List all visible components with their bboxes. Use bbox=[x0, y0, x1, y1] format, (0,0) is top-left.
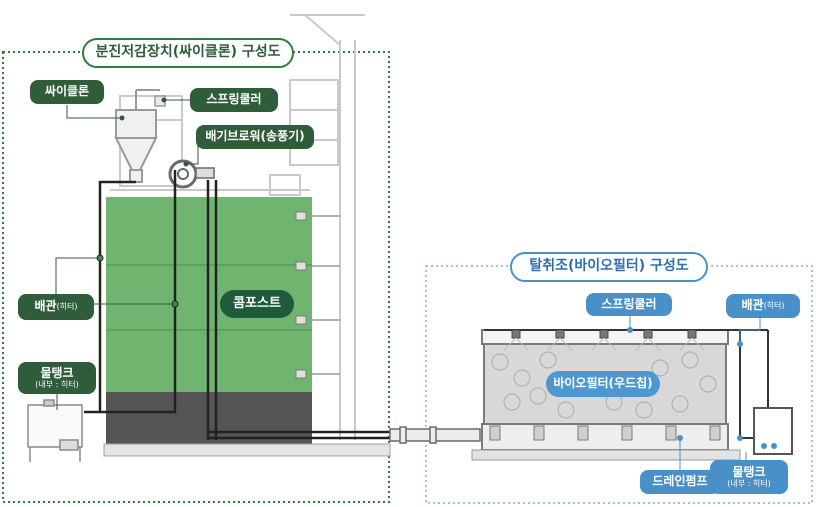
left-diagram-title: 분진저감장치(싸이클론) 구성도 bbox=[82, 38, 294, 68]
left-water-tank-label-sub: (내부 : 히터) bbox=[35, 379, 79, 389]
left-water-tank-label-text: 물탱크 bbox=[40, 365, 74, 380]
right-water-tank-label: 물탱크 (내부 : 히터) bbox=[710, 460, 788, 494]
spray-lines bbox=[503, 337, 705, 351]
tank-side-rails bbox=[312, 215, 340, 375]
woodchip-texture bbox=[491, 351, 717, 419]
right-water-tank-label-text: 물탱크 bbox=[732, 464, 766, 479]
right-spring-cooler-label: 스프링쿨러 bbox=[586, 293, 672, 316]
left-frame bbox=[2, 51, 390, 503]
spring-cooler-label: 스프링쿨러 bbox=[190, 88, 278, 112]
cyclone-label: 싸이클론 bbox=[30, 80, 104, 104]
bio-filter-slab bbox=[471, 449, 741, 461]
bio-filter-legs bbox=[489, 425, 721, 441]
blower-label: 배기브로워(송풍기) bbox=[196, 125, 314, 149]
base-slab bbox=[103, 443, 391, 457]
accent-dots bbox=[627, 327, 777, 449]
connecting-pipe bbox=[389, 426, 481, 444]
left-pipe-label-sub: (히터) bbox=[56, 301, 78, 311]
left-pipe-label-text: 배관 bbox=[34, 299, 57, 314]
cyclone bbox=[114, 89, 160, 183]
left-water-tank-label: 물탱크 (내부 : 히터) bbox=[18, 362, 96, 394]
right-frame bbox=[425, 265, 813, 504]
compost-label: 콤포스트 bbox=[220, 290, 294, 318]
right-pipe-label: 배관(히터) bbox=[726, 294, 800, 318]
bio-filter-base bbox=[481, 423, 729, 451]
left-water-tank bbox=[27, 399, 83, 462]
right-water-tank-label-sub: (내부 : 히터) bbox=[727, 478, 771, 488]
left-pipe-label: 배관(히터) bbox=[18, 294, 94, 320]
drain-pump-label: 드레인펌프 bbox=[640, 470, 720, 494]
right-diagram-title: 탈취조(바이오필터) 구성도 bbox=[510, 252, 708, 282]
left-leaders bbox=[55, 99, 199, 410]
right-pipe-label-text: 배관 bbox=[741, 298, 764, 313]
left-leader-dots bbox=[119, 97, 189, 167]
right-pipe-label-sub: (히터) bbox=[763, 300, 785, 310]
tank-side-brackets bbox=[295, 211, 307, 379]
blower bbox=[168, 159, 215, 189]
bio-filter-label: 바이오필터(우드칩) bbox=[546, 371, 660, 397]
